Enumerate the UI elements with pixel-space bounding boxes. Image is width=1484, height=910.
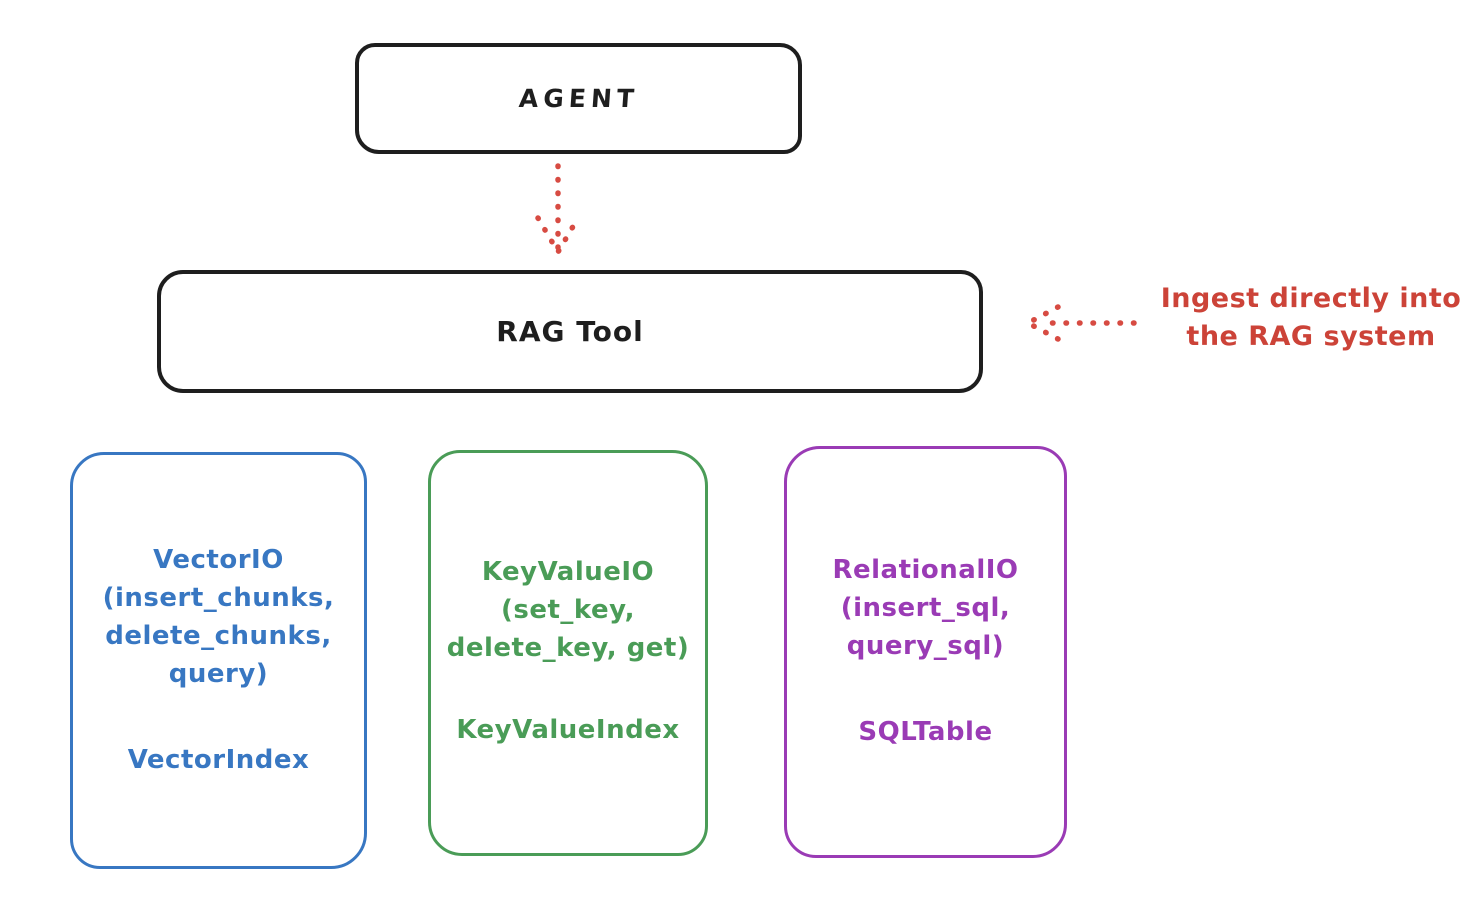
arrowhead-down-icon <box>535 215 581 258</box>
backend-line: (set_key, <box>501 595 635 625</box>
vector-io-node: VectorIO (insert_chunks, delete_chunks, … <box>70 452 367 869</box>
backend-index-label: KeyValueIndex <box>456 715 680 745</box>
backend-line: query) <box>168 659 269 689</box>
rag-tool-node: RAG Tool <box>157 270 983 393</box>
keyvalue-io-node: KeyValueIO (set_key, delete_key, get) Ke… <box>428 450 708 856</box>
backend-line: (insert_chunks, <box>102 583 335 613</box>
relational-io-node: RelationalIO (insert_sql, query_sql) SQL… <box>784 446 1067 858</box>
ingest-arrow <box>1022 304 1137 342</box>
agent-node: AGENT <box>355 43 802 154</box>
backend-line: query_sql) <box>846 631 1005 661</box>
ingest-annotation: Ingest directly into the RAG system <box>1138 280 1484 356</box>
agent-label: AGENT <box>517 84 640 113</box>
backend-line: delete_key, get) <box>446 633 690 663</box>
annotation-line: the RAG system <box>1186 321 1436 352</box>
backend-line: RelationalIO <box>832 555 1019 585</box>
agent-to-rag-arrow <box>535 163 581 258</box>
backend-line: delete_chunks, <box>105 621 332 651</box>
backend-line: (insert_sql, <box>840 593 1011 623</box>
backend-line: VectorIO <box>153 545 284 575</box>
annotation-line: Ingest directly into <box>1160 283 1462 314</box>
rag-tool-label: RAG Tool <box>496 315 644 348</box>
backend-index-label: SQLTable <box>858 717 993 747</box>
arrowhead-left-icon <box>1022 304 1061 342</box>
backend-index-label: VectorIndex <box>127 745 310 775</box>
backend-line: KeyValueIO <box>481 557 655 587</box>
